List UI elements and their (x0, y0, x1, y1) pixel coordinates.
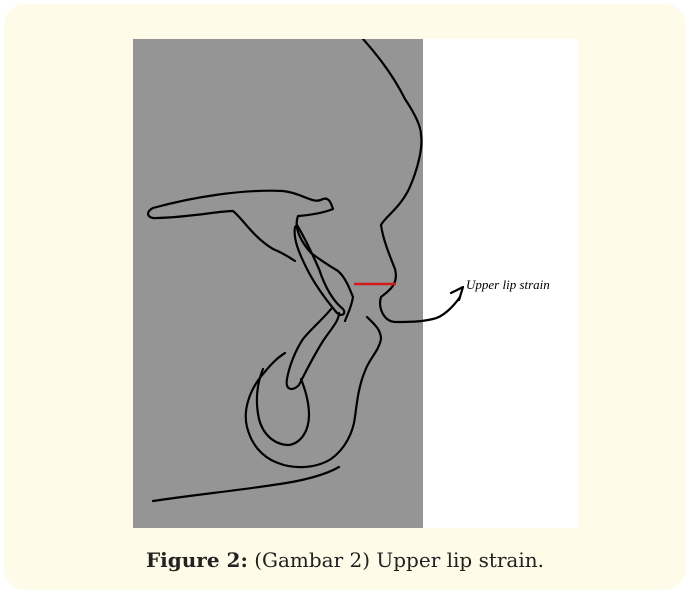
upper-lip-strain-label: Upper lip strain (466, 277, 550, 292)
figure-caption: Figure 2: (Gambar 2) Upper lip strain. (0, 548, 690, 572)
cephalometric-tracing-photo: Upper lip strain (133, 39, 578, 528)
tracing-drawing: Upper lip strain (133, 39, 578, 528)
caption-text: (Gambar 2) Upper lip strain. (248, 548, 544, 572)
caption-label: Figure 2: (146, 548, 248, 572)
